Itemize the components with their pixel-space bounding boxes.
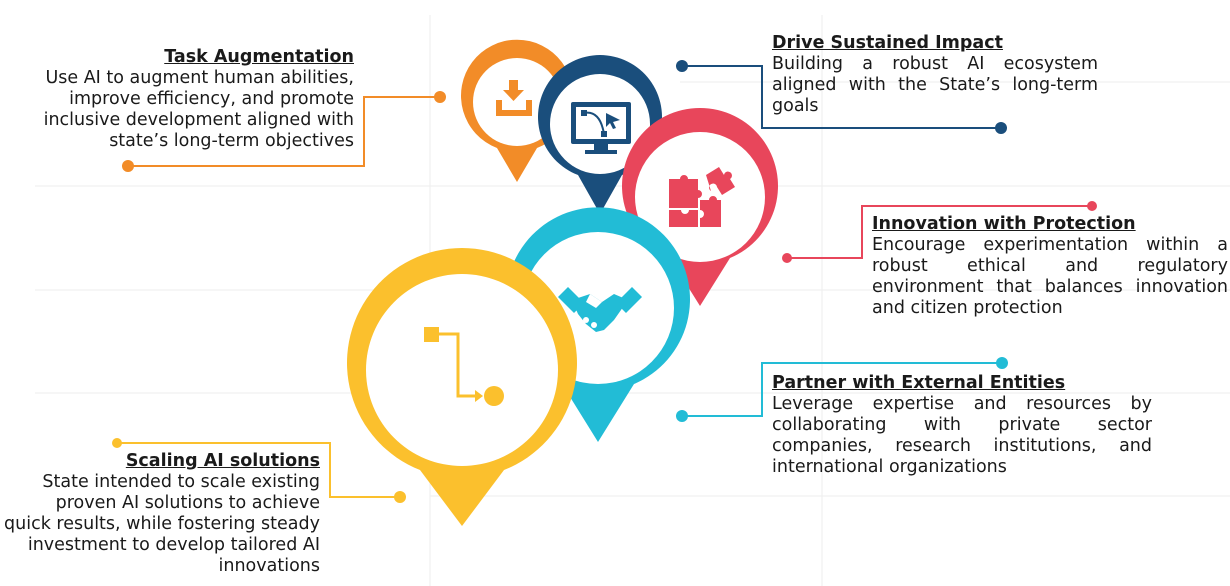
- innovation-protection-title: Innovation with Protection: [872, 214, 1136, 234]
- drive-sustained-impact-body: Building a robust AI ecosystem aligned w…: [772, 54, 1098, 116]
- connector-partner: [682, 362, 1002, 417]
- download-tray-icon: [496, 80, 532, 116]
- connector-innovation: [787, 205, 1092, 259]
- scaling-ai-title: Scaling AI solutions: [125, 451, 320, 471]
- pin-scaling: [346, 247, 577, 526]
- task-augmentation-body: Use AI to augment human abilities, impro…: [43, 68, 354, 151]
- connector-innovation-dot-start: [1087, 201, 1097, 211]
- drive-sustained-impact-block: Drive Sustained Impact Building a robust…: [772, 33, 1098, 117]
- drive-sustained-impact-title: Drive Sustained Impact: [772, 33, 1003, 53]
- connector-task-dot-start: [434, 91, 446, 103]
- connector-task-dot-end: [122, 160, 134, 172]
- connector-drive: [682, 65, 1001, 129]
- scaling-ai-block: Scaling AI solutions State intended to s…: [4, 451, 320, 577]
- partner-external-body: Leverage expertise and resources by coll…: [772, 394, 1152, 477]
- task-augmentation-title: Task Augmentation: [164, 47, 354, 67]
- partner-external-block: Partner with External Entities Leverage …: [772, 373, 1152, 478]
- connector-task: [128, 96, 440, 167]
- innovation-protection-block: Innovation with Protection Encourage exp…: [872, 214, 1228, 319]
- flow-arrow-icon: [424, 327, 504, 406]
- connector-scaling: [117, 442, 400, 498]
- connector-partner-dot-start: [996, 357, 1008, 369]
- task-augmentation-block: Task Augmentation Use AI to augment huma…: [4, 47, 354, 152]
- innovation-protection-body: Encourage experimentation within a robus…: [872, 235, 1228, 318]
- connector-partner-dot-end: [676, 410, 688, 422]
- connector-drive-dot-end: [995, 122, 1007, 134]
- monitor-vector-icon: [571, 102, 631, 154]
- connector-innovation-dot-end: [782, 253, 792, 263]
- puzzle-icon: [669, 167, 735, 227]
- connector-drive-dot-start: [676, 60, 688, 72]
- handshake-icon: [558, 287, 642, 332]
- connector-scaling-dot-start: [112, 438, 122, 448]
- connector-scaling-dot-end: [394, 491, 406, 503]
- partner-external-title: Partner with External Entities: [772, 373, 1066, 393]
- scaling-ai-body: State intended to scale existing proven …: [4, 472, 320, 576]
